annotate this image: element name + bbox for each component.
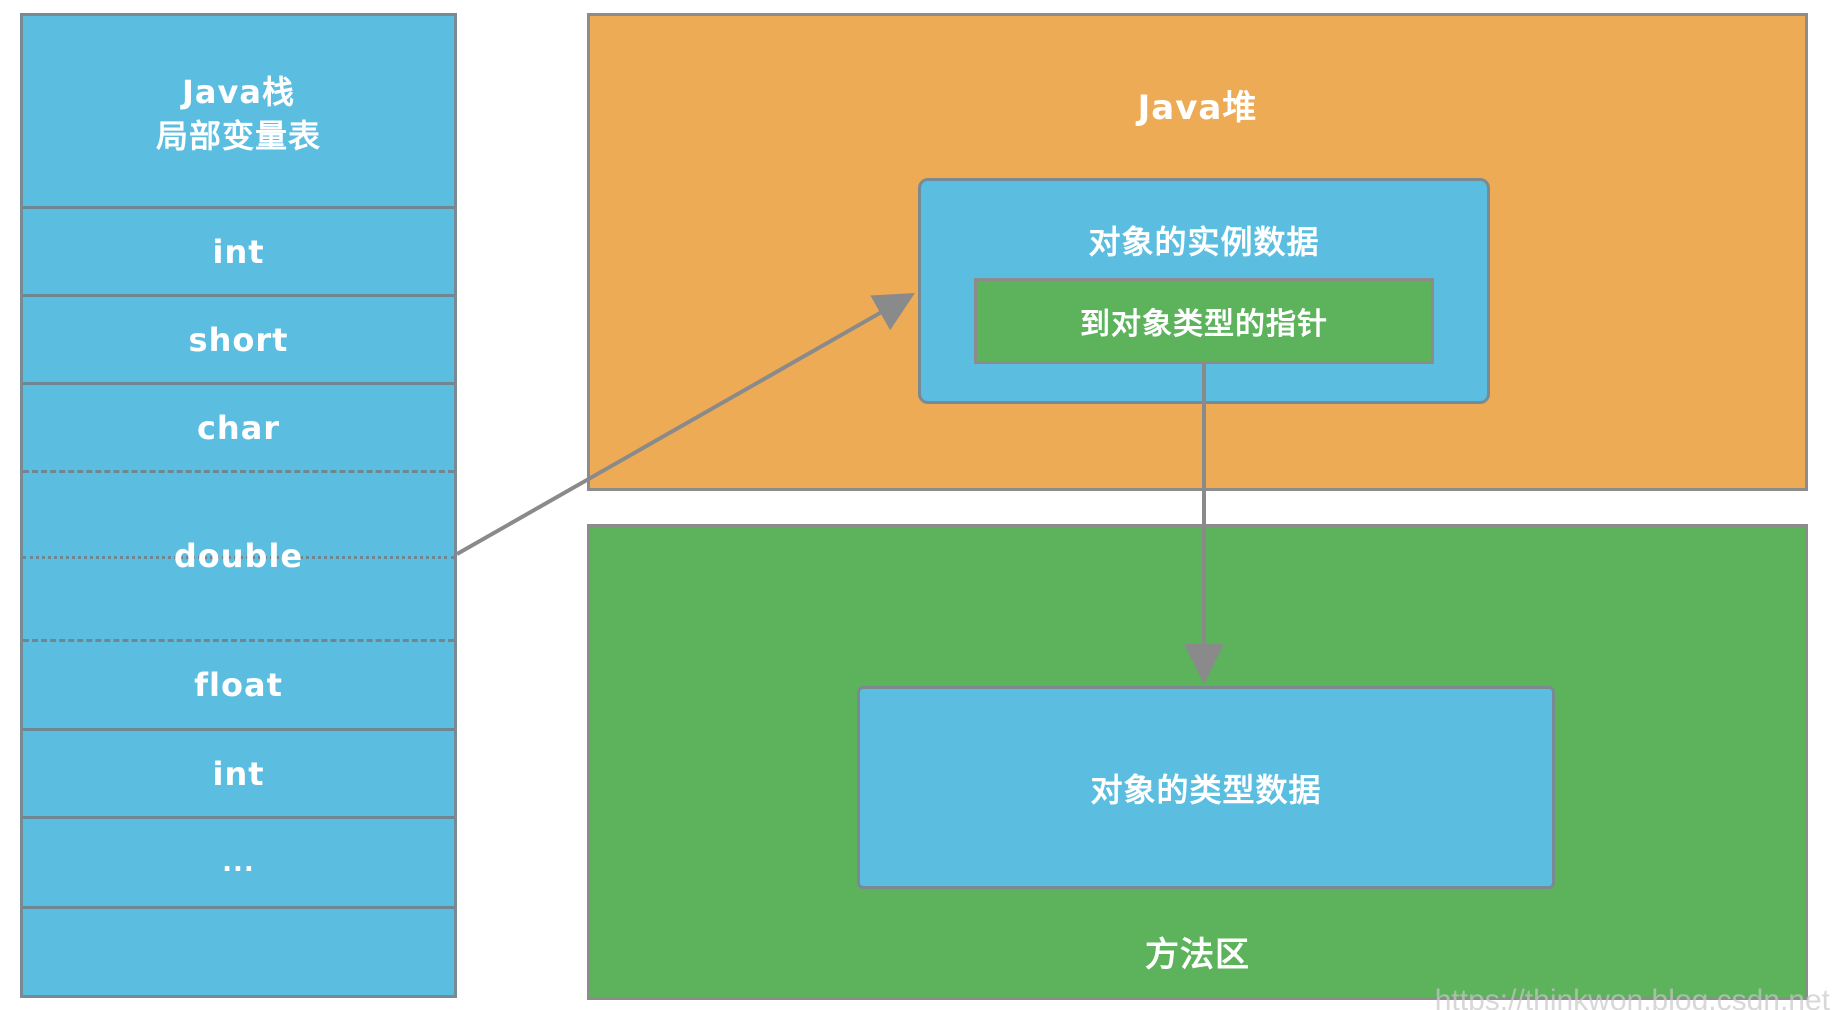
stack-header: Java栈 局部变量表 [23, 16, 454, 206]
slot-label: double [173, 537, 304, 575]
slot-label: ... [222, 847, 255, 878]
slot-label: int [212, 232, 265, 271]
slot-label: char [196, 408, 281, 447]
stack-slot-char: char [23, 382, 454, 470]
type-data-label: 对象的类型数据 [1090, 770, 1322, 809]
watermark: https://thinkwon.blog.csdn.net [1434, 984, 1830, 1010]
stack-slot-empty [23, 906, 454, 995]
stack-slot-double: double [23, 470, 454, 642]
stack-subtitle: 局部变量表 [155, 117, 321, 155]
heap-title: Java堆 [1137, 88, 1258, 128]
type-pointer-label: 到对象类型的指针 [1080, 307, 1328, 342]
stack-slot-short: short [23, 294, 454, 382]
java-stack-local-variable-table: Java栈 局部变量表 int short char double float … [20, 13, 457, 998]
object-type-data: 对象的类型数据 [857, 686, 1555, 889]
stack-slot-int-2: int [23, 728, 454, 816]
method-area-title: 方法区 [1145, 935, 1250, 975]
stack-slot-int: int [23, 206, 454, 294]
stack-title: Java栈 [182, 73, 295, 111]
slot-label: short [188, 320, 289, 359]
double-slot-divider [23, 556, 454, 559]
stack-slot-float: float [23, 642, 454, 728]
slot-label: int [212, 754, 265, 793]
slot-label: float [194, 666, 283, 704]
stack-slot-ellipsis: ... [23, 816, 454, 906]
instance-data-label: 对象的实例数据 [1088, 223, 1320, 261]
type-pointer-box: 到对象类型的指针 [974, 278, 1434, 364]
